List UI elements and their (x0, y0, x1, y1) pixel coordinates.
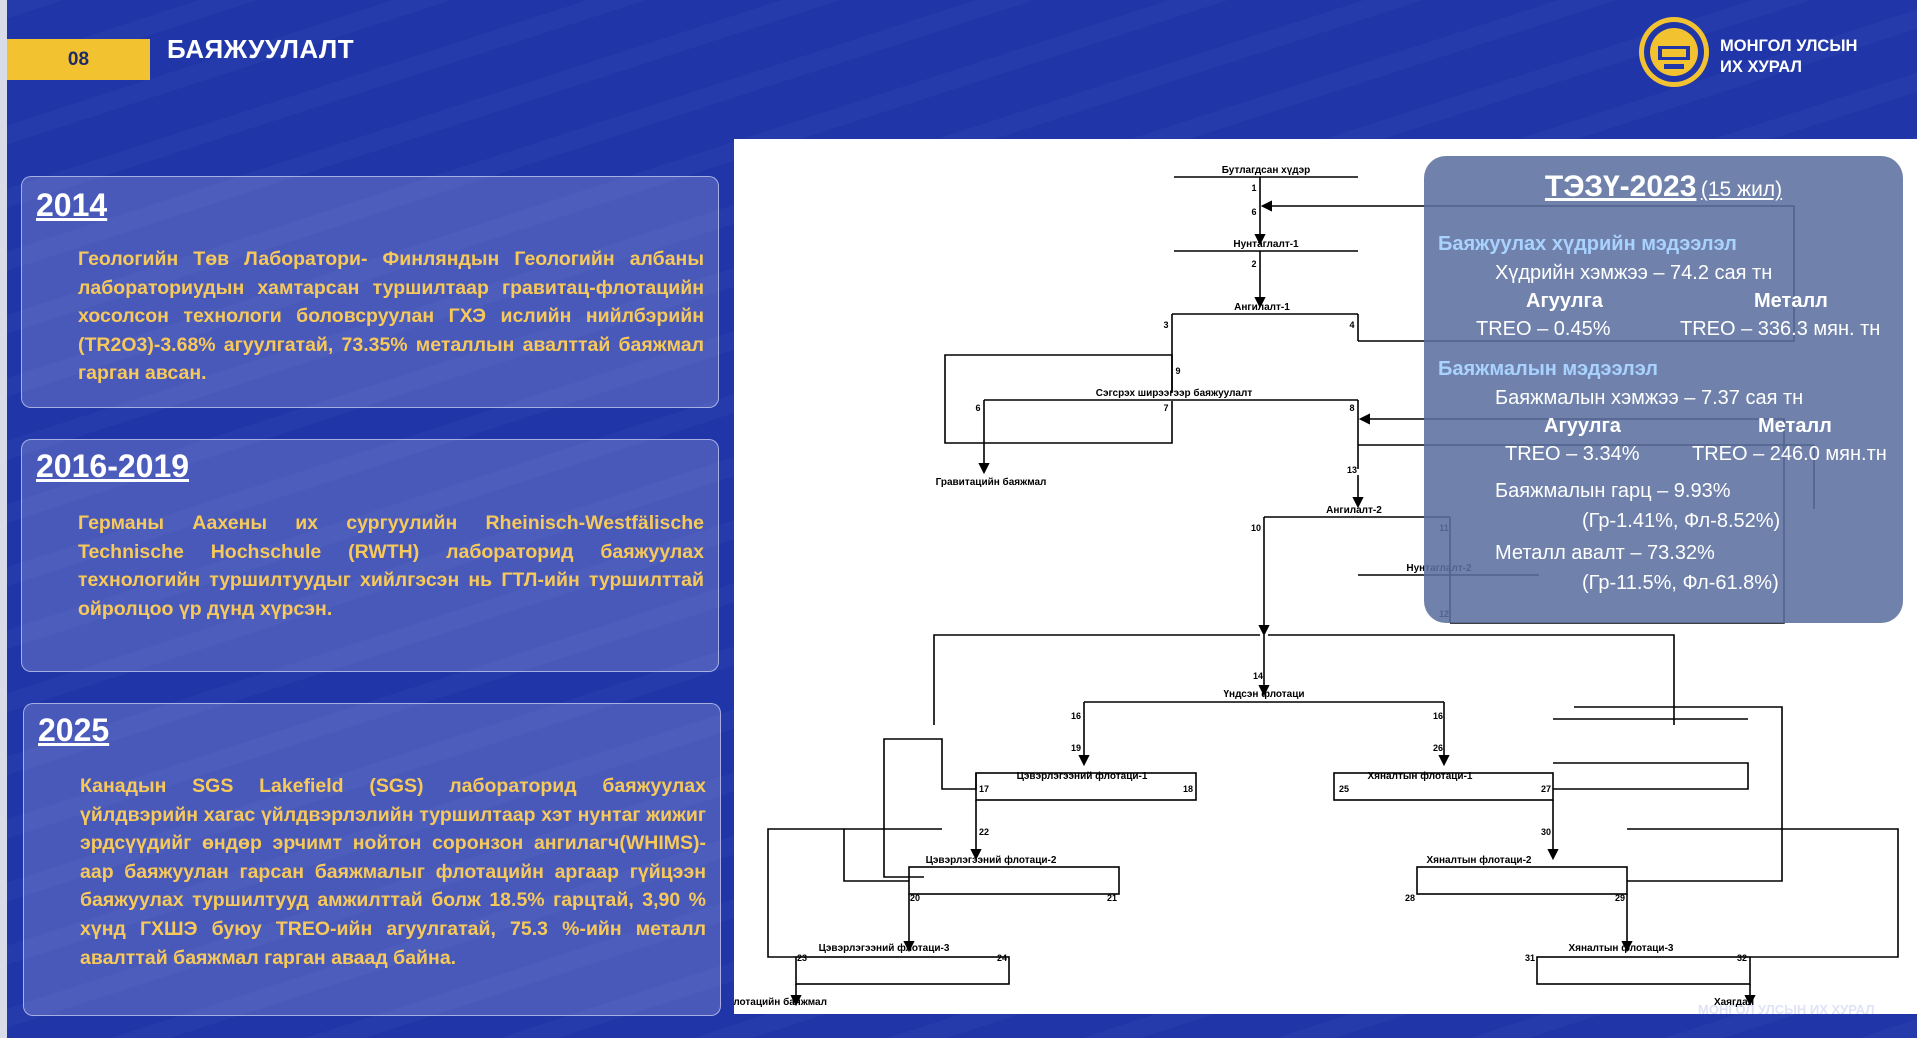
stream-label: 6 (1251, 207, 1256, 217)
stream-label: 31 (1525, 953, 1535, 963)
ore-grade-header: Агуулга (1526, 290, 1603, 312)
node-scavenger2: Хяналтын флотаци-2 (1427, 854, 1532, 866)
node-cleaner2: Цэвэрлэгээний флотаци-2 (926, 854, 1057, 866)
node-classification1: Ангилалт-1 (1234, 302, 1290, 313)
concentrate-amount: Баяжмалын хэмжээ – 7.37 сая тн (1495, 387, 1804, 409)
org-name-line2: ИХ ХУРАЛ (1720, 58, 1802, 76)
node-gravity-concentrate: Гравитацийн баяжмал (936, 476, 1047, 488)
stream-label: 28 (1405, 893, 1415, 903)
ore-metal-header: Металл (1754, 290, 1828, 312)
footer-watermark: МОНГОЛ УЛСЫН ИХ ХУРАЛ (1698, 1002, 1875, 1017)
card-year: 2014 (36, 187, 108, 223)
left-edge-bar (0, 0, 7, 1038)
stream-label: 16 (1071, 711, 1081, 721)
yield: Баяжмалын гарц – 9.93% (1495, 480, 1731, 502)
timeline-card-2025: 2025 Канадын SGS Lakefield (SGS) лаборат… (23, 703, 721, 1016)
stream-label: 14 (1253, 671, 1263, 681)
node-spiral: Сэгсрэх ширээгээр баяжуулалт (1096, 387, 1253, 399)
parliament-emblem-icon (1639, 17, 1709, 87)
node-crushed-ore: Бутлагдсан хүдэр (1222, 165, 1311, 176)
stream-label: 25 (1339, 784, 1349, 794)
stream-label: 19 (1071, 743, 1081, 753)
stream-label: 23 (797, 953, 807, 963)
ore-grade: TREO – 0.45% (1476, 318, 1611, 340)
stream-label: 13 (1347, 465, 1357, 475)
card-text: Германы Аахены их сургуулийн Rheinisch-W… (78, 512, 704, 620)
stream-label: 2 (1251, 259, 1256, 269)
node-scavenger3: Хяналтын флотаци-3 (1569, 942, 1674, 954)
conc-metal: TREO – 246.0 мян.тн (1692, 443, 1887, 465)
stream-label: 29 (1615, 893, 1625, 903)
stream-label: 1 (1251, 183, 1256, 193)
conc-grade: TREO – 3.34% (1505, 443, 1640, 465)
stream-label: 8 (1349, 403, 1354, 413)
conc-metal-header: Металл (1758, 415, 1832, 437)
node-grinding1: Нунтаглалт-1 (1233, 239, 1299, 250)
stream-label: 17 (979, 784, 989, 794)
stream-label: 10 (1251, 523, 1261, 533)
card-text: Канадын SGS Lakefield (SGS) лабораторид … (80, 775, 706, 969)
stream-label: 4 (1349, 320, 1354, 330)
node-tailings: Хаягдал (1714, 997, 1754, 1008)
stream-label: 6 (975, 403, 980, 413)
org-name: МОНГОЛ УЛСЫН ИХ ХУРАЛ (1720, 36, 1857, 78)
stream-label: 7 (1163, 403, 1168, 413)
org-name-line1: МОНГОЛ УЛСЫН (1720, 37, 1858, 55)
node-flotation-concentrate: Флотацийн баяжмал (734, 996, 827, 1008)
stream-label: 9 (1175, 366, 1180, 376)
stream-label: 22 (979, 827, 989, 837)
stream-label: 24 (997, 953, 1007, 963)
stream-label: 16 (1433, 711, 1443, 721)
page-title: БАЯЖУУЛАЛТ (167, 34, 355, 64)
stream-label: 27 (1541, 784, 1551, 794)
overlay-title: ТЭЗҮ-2023 (15 жил) (1424, 170, 1903, 204)
node-cleaner3: Цэвэрлэгээний флотаци-3 (819, 942, 950, 954)
node-cleaner1: Цэвэрлэгээний флотаци-1 (1017, 770, 1148, 782)
card-year: 2025 (38, 712, 110, 748)
stream-label: 32 (1737, 953, 1747, 963)
conc-grade-header: Агуулга (1544, 415, 1621, 437)
node-main-flotation: Үндсэн флотаци (1223, 688, 1304, 700)
stream-label: 20 (910, 893, 920, 903)
card-year: 2016-2019 (36, 448, 190, 484)
recovery-detail: (Гр-11.5%, Фл-61.8%) (1582, 572, 1779, 594)
concentrate-heading: Баяжмалын мэдээлэл (1438, 358, 1658, 380)
stream-label: 18 (1183, 784, 1193, 794)
overlay-subtitle: (15 жил) (1700, 178, 1783, 201)
ore-heading: Баяжуулах хүдрийн мэдээлэл (1438, 233, 1737, 255)
recovery: Металл авалт – 73.32% (1495, 542, 1715, 564)
feasibility-study-panel: ТЭЗҮ-2023 (15 жил) Баяжуулах хүдрийн мэд… (1424, 156, 1903, 623)
overlay-title-main: ТЭЗҮ-2023 (1544, 170, 1697, 203)
timeline-card-2016-2019: 2016-2019 Германы Аахены их сургуулийн R… (21, 439, 719, 672)
timeline-card-2014: 2014 Геологийн Төв Лаборатори- Финляндын… (21, 176, 719, 408)
card-text: Геологийн Төв Лаборатори- Финляндын Геол… (78, 248, 704, 385)
stream-label: 21 (1107, 893, 1117, 903)
ore-amount: Хүдрийн хэмжээ – 74.2 сая тн (1495, 262, 1773, 284)
node-scavenger1: Хяналтын флотаци-1 (1368, 770, 1473, 782)
stream-label: 30 (1541, 827, 1551, 837)
stream-label: 3 (1163, 320, 1168, 330)
page-number-badge: 08 (7, 39, 150, 80)
ore-metal: TREO – 336.3 мян. тн (1680, 318, 1881, 340)
yield-detail: (Гр-1.41%, Фл-8.52%) (1582, 510, 1781, 532)
stream-label: 26 (1433, 743, 1443, 753)
node-classification2: Ангилалт-2 (1326, 505, 1382, 516)
